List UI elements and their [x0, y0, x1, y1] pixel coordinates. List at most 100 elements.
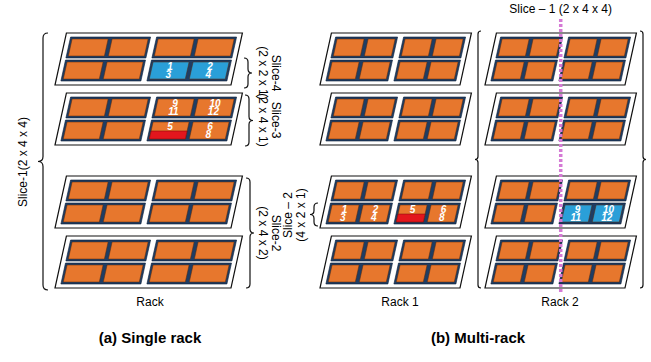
chip	[194, 99, 234, 116]
slice-label: (4 x 2 x 1)	[295, 188, 309, 241]
chip	[154, 99, 194, 116]
chip	[432, 242, 463, 259]
chip	[68, 242, 108, 259]
chip-tray	[147, 120, 232, 141]
chip	[333, 99, 364, 116]
chip	[108, 39, 148, 56]
chip	[427, 205, 458, 222]
chip	[592, 265, 623, 282]
chip	[154, 182, 194, 199]
chip-tray	[147, 263, 232, 284]
chip	[432, 182, 463, 199]
chip	[561, 122, 592, 139]
chip	[493, 265, 524, 282]
chip	[401, 99, 432, 116]
chip	[189, 205, 229, 222]
chip-tray	[331, 37, 398, 58]
chip	[359, 205, 390, 222]
chip	[364, 99, 395, 116]
chip	[359, 62, 390, 79]
slice-label: (2 x 4 x 2)	[255, 206, 269, 259]
chip-tray	[496, 240, 563, 261]
chip	[194, 242, 234, 259]
chip	[597, 182, 628, 199]
chip	[561, 265, 592, 282]
chip-tray	[399, 97, 466, 118]
chip-tray	[66, 97, 151, 118]
chip-tray	[152, 37, 237, 58]
chip	[427, 62, 458, 79]
tray-board	[320, 236, 471, 288]
chip-tray	[331, 180, 398, 201]
chip-number: 5	[410, 205, 416, 215]
chip	[529, 39, 560, 56]
chip-number: 3	[166, 70, 172, 80]
chip	[561, 62, 592, 79]
slice-label: (2 x 4 x 1)	[255, 93, 269, 146]
chip-tray	[61, 60, 146, 81]
chip	[328, 205, 359, 222]
chip-tray	[559, 203, 626, 224]
chip-tray	[399, 180, 466, 201]
chip	[524, 265, 555, 282]
chip	[149, 122, 189, 139]
chip-tray	[491, 203, 558, 224]
chip-tray	[394, 60, 461, 81]
chip	[566, 242, 597, 259]
chip	[427, 122, 458, 139]
chip-tray	[394, 263, 461, 284]
chip-number: 11	[168, 107, 178, 117]
chip-tray	[399, 240, 466, 261]
slice-bracket	[475, 31, 481, 288]
chip	[333, 182, 364, 199]
chip-tray	[394, 120, 461, 141]
chip-tray	[326, 203, 393, 224]
chip-number: 8	[206, 130, 212, 140]
chip	[359, 265, 390, 282]
chip-tray	[152, 97, 237, 118]
chip	[597, 242, 628, 259]
chip	[154, 242, 194, 259]
rack-label: Slice – 1 (2 x 4 x 4)	[509, 3, 612, 17]
chip	[189, 265, 229, 282]
slice-label: Slice-4	[268, 55, 282, 92]
slice-cut-line	[559, 19, 563, 292]
chip-number: 11	[571, 213, 581, 223]
chip	[493, 122, 524, 139]
chip	[68, 99, 108, 116]
slice-bracket	[246, 178, 254, 288]
slice-label: (2 x 2 x 1)	[255, 46, 269, 99]
chip	[561, 205, 592, 222]
chip	[328, 62, 359, 79]
chip-tray	[564, 240, 631, 261]
tray-board	[55, 93, 242, 145]
chip	[396, 265, 427, 282]
chip-tray	[491, 60, 558, 81]
slice-label: Slice-1(2 x 4 x 4)	[17, 117, 31, 207]
slice-bracket	[245, 95, 253, 146]
chip-tray	[491, 263, 558, 284]
chip-tray	[564, 37, 631, 58]
chip	[149, 265, 189, 282]
chip	[194, 39, 234, 56]
chip-tray	[496, 97, 563, 118]
rack-label: Rack	[136, 296, 163, 310]
chip	[498, 99, 529, 116]
chip	[493, 62, 524, 79]
chip	[401, 39, 432, 56]
chip	[529, 99, 560, 116]
chip	[498, 39, 529, 56]
chip-tray	[394, 203, 461, 224]
tray-board	[55, 176, 242, 228]
chip-tray	[564, 97, 631, 118]
failed-chip	[149, 131, 187, 139]
chip	[333, 242, 364, 259]
chip	[592, 205, 623, 222]
chip	[427, 265, 458, 282]
chip	[364, 182, 395, 199]
caption: (a) Single rack	[99, 329, 202, 346]
chip	[364, 39, 395, 56]
chip	[108, 242, 148, 259]
chip	[566, 99, 597, 116]
